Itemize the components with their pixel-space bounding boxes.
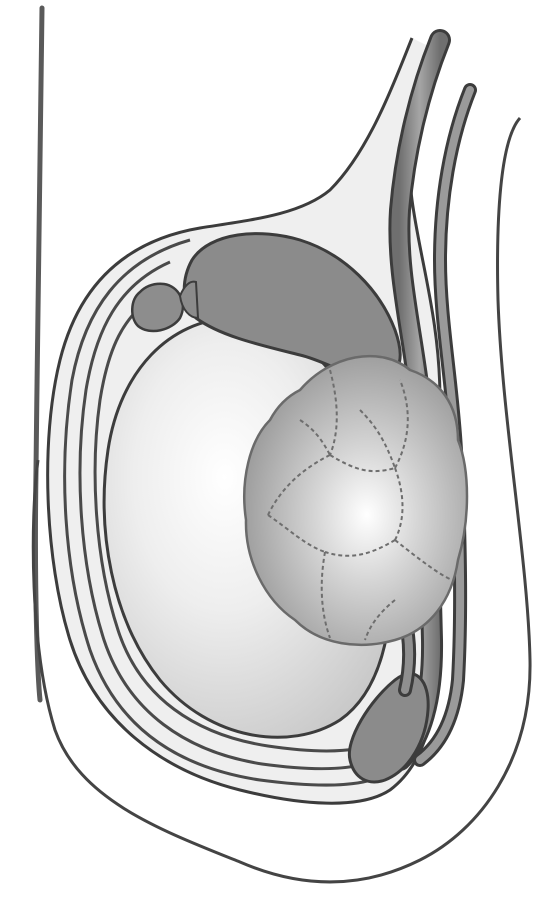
body-wall-line [35,8,42,700]
appendix-testis [132,284,183,331]
